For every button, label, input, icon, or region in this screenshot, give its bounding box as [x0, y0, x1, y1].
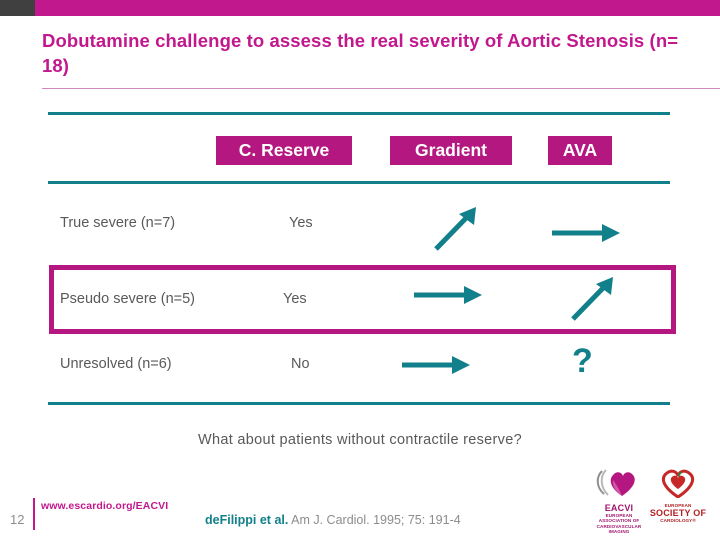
table-row-label-unresolved: Unresolved (n=6): [60, 356, 172, 372]
citation-authors: deFilippi et al.: [205, 513, 289, 527]
table-cell-c-reserve-unresolved: No: [291, 356, 310, 372]
page-number: 12: [10, 512, 25, 527]
page-title: Dobutamine challenge to assess the real …: [42, 30, 679, 76]
esc-logo-subtitle-1: EUROPEAN: [664, 503, 692, 508]
citation-source: Am J. Cardiol. 1995; 75: 191-4: [291, 513, 461, 527]
table-cell-c-reserve-true-severe: Yes: [289, 215, 313, 231]
eacvi-logo-name: EACVI: [604, 503, 634, 513]
top-bar-magenta-block: [35, 0, 720, 16]
title-underline: [42, 88, 720, 89]
top-bar-dark-block: [0, 0, 35, 16]
table-top-rule: [48, 112, 670, 115]
esc-logo-name: SOCIETY OF: [649, 508, 707, 519]
eacvi-heart-icon: [596, 469, 635, 496]
esc-logo: EUROPEAN SOCIETY OF CARDIOLOGY®: [648, 468, 708, 524]
esc-heart-icon: [661, 469, 695, 499]
question-mark-icon: ?: [572, 342, 593, 380]
top-accent-bar: [0, 0, 720, 16]
arrow-right-icon: [552, 224, 620, 242]
footer-divider: [33, 498, 35, 530]
closing-question: What about patients without contractile …: [198, 432, 522, 448]
table-bottom-rule: [48, 402, 670, 405]
esc-logo-subtitle-2: CARDIOLOGY®: [660, 518, 696, 524]
column-header-c-reserve: C. Reserve: [216, 136, 352, 165]
column-header-gradient: Gradient: [390, 136, 512, 165]
eacvi-logo-subtitle-2: CARDIOVASCULAR IMAGING: [596, 523, 642, 535]
footer-url[interactable]: www.escardio.org/EACVI: [41, 500, 169, 512]
table-row-label-pseudo-severe: Pseudo severe (n=5): [60, 291, 196, 307]
arrow-up-right-icon: [434, 207, 476, 251]
table-header-rule: [48, 181, 670, 184]
table-row-label-true-severe: True severe (n=7): [60, 215, 176, 231]
eacvi-logo: EACVI EUROPEAN ASSOCIATION OF CARDIOVASC…: [590, 468, 648, 535]
highlight-box-pseudo-severe: [49, 265, 676, 334]
eacvi-logo-subtitle-1: EUROPEAN ASSOCIATION OF: [598, 513, 640, 524]
arrow-right-icon: [414, 286, 482, 304]
column-header-ava: AVA: [548, 136, 612, 165]
citation: deFilippi et al. Am J. Cardiol. 1995; 75…: [205, 513, 461, 527]
arrow-up-right-icon: [571, 277, 613, 321]
table-cell-c-reserve-pseudo-severe: Yes: [283, 291, 307, 307]
arrow-right-icon: [402, 356, 470, 374]
